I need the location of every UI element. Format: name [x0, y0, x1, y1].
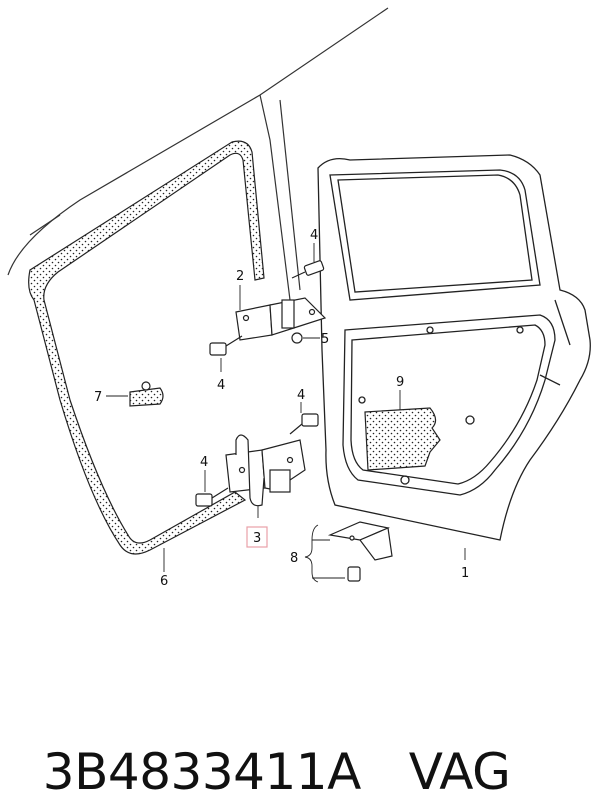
callout-9: 9	[396, 375, 404, 390]
upper-hinge	[235, 297, 327, 341]
callout-4-top: 4	[310, 228, 318, 243]
part-caption: 3B4833411A VAG	[12, 652, 592, 801]
bolt-upper-left	[209, 335, 243, 356]
callout-2: 2	[236, 269, 244, 284]
bolt-lower-right	[289, 413, 319, 435]
part-number: 3B4833411A	[42, 743, 362, 801]
callout-5: 5	[321, 332, 329, 347]
bolts	[195, 260, 325, 507]
callout-4-lower-left: 4	[200, 455, 208, 470]
brand-name: VAG	[408, 743, 511, 801]
bolt-upper-right	[291, 260, 325, 279]
lower-hinge	[225, 434, 306, 507]
callout-7: 7	[94, 390, 102, 405]
callout-3-highlight	[246, 526, 268, 548]
parts-diagram: 1 2 3 4 4 4 4 5 6 7 8 9	[7, 7, 591, 589]
callout-4-upper-left: 4	[217, 378, 225, 393]
bracket	[327, 521, 393, 582]
callout-8: 8	[290, 551, 298, 566]
callout-3: 3	[253, 531, 261, 546]
insulation-pad	[364, 407, 441, 471]
nut	[291, 332, 303, 344]
leader-lines	[106, 243, 466, 583]
car-body-outline	[7, 7, 389, 301]
callout-6: 6	[160, 574, 168, 589]
callout-4-mid-right: 4	[297, 388, 305, 403]
rear-door	[317, 154, 591, 541]
bolt-lower-left	[195, 487, 229, 507]
callout-1: 1	[461, 566, 469, 581]
trim-clip	[129, 381, 164, 407]
window-seal	[28, 140, 265, 555]
